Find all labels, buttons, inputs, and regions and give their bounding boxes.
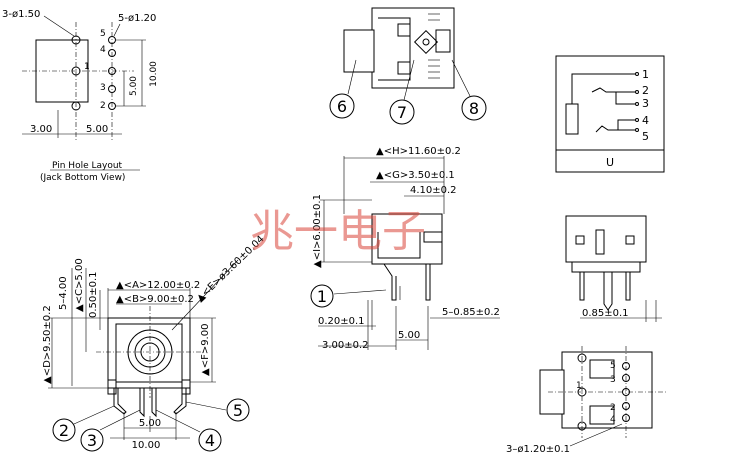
callout-number: 1 (317, 287, 327, 306)
dim-vertical-10: 10.00 (149, 61, 159, 87)
dim-f: ▲<F>9.00 (200, 324, 211, 376)
dim-a: ▲<A>12.00±0.2 (116, 280, 200, 291)
body-outline (565, 215, 647, 263)
pin-number: 2 (610, 403, 616, 413)
hole-large (71, 66, 81, 76)
dim-g: ▲<G>3.50±0.1 (376, 170, 455, 181)
schematic-symbol: U 1 2 3 4 5 (555, 55, 665, 173)
pin-hole-layout: 5 4 1 3 2 3-ø1.50 5-ø1.20 5.00 10.00 3.0… (2, 9, 159, 183)
callout-number: 6 (337, 97, 347, 116)
schematic-frame (555, 55, 665, 173)
body-outline (107, 317, 191, 389)
pin-number: 3 (100, 83, 106, 93)
dim-4-10: 4.10±0.2 (410, 185, 457, 196)
hole-pin-2 (108, 102, 116, 110)
dim-c: ▲<C>5.00 (74, 258, 85, 312)
hole-callout: 3–ø1.20±0.1 (506, 444, 570, 455)
dim-5-085: 5–0.85±0.2 (442, 307, 500, 318)
callout-circle (80, 428, 104, 452)
caption-line-1: Pin Hole Layout (52, 161, 123, 171)
body-outline (561, 351, 653, 429)
dim-0-20: 0.20±0.1 (318, 316, 365, 327)
dim-d: ▲<D>9.50±0.2 (42, 305, 53, 384)
callout-number: 3 (87, 431, 97, 450)
pin-number: 1 (576, 381, 582, 391)
bottom-view: 5 3 1 2 4 3–ø1.20±0.1 (506, 346, 666, 455)
pin-number: 4 (610, 415, 616, 425)
pin-number: 5 (100, 29, 106, 39)
hole-large (71, 35, 81, 45)
pin-number: 4 (100, 45, 106, 55)
callout-number: 5 (233, 401, 243, 420)
dim-3-00: 3.00±0.2 (322, 340, 369, 351)
front-view: 0.85±0.1 (565, 215, 662, 322)
watermark-text: 兆一电子 (250, 206, 426, 257)
top-view: ▲<A>12.00±0.2 ▲<B>9.00±0.2 ▲<E>ø3.60±0.0… (42, 234, 267, 452)
schematic-label: U (606, 156, 614, 169)
pin-number: 1 (84, 62, 90, 72)
schematic-pin: 3 (642, 97, 649, 110)
sleeve-contact (565, 103, 579, 135)
callout-circle (226, 398, 250, 422)
callout-circle (52, 418, 76, 442)
jack-side-view: 6 7 8 (329, 7, 487, 125)
callout-circle (389, 99, 415, 125)
callout-number: 4 (205, 431, 215, 450)
dim-0-85: 0.85±0.1 (582, 308, 629, 319)
hole-callout-small: 5-ø1.20 (118, 13, 156, 24)
dim-5-00: 5.00 (139, 418, 161, 429)
callout-number: 8 (469, 99, 479, 118)
plug-barrel (343, 29, 375, 73)
callout-circle (198, 428, 222, 452)
dim-0-50: 0.50±0.1 (88, 271, 99, 318)
schematic-pin: 2 (642, 84, 649, 97)
schematic-pin: 1 (642, 68, 649, 81)
callout-circle (310, 284, 334, 308)
dim-horizontal-3: 3.00 (30, 124, 52, 135)
hole-large (71, 101, 81, 111)
dim-b: ▲<B>9.00±0.2 (116, 294, 194, 305)
schematic-pin: 5 (642, 130, 649, 143)
pin-number: 2 (100, 101, 106, 111)
hole-pin-5 (108, 36, 116, 44)
body-outline (371, 7, 455, 89)
side-elevation-view: ▲<H>11.60±0.2 ▲<G>3.50±0.1 4.10±0.2 ▲<I>… (310, 146, 500, 351)
hole-callout-large: 3-ø1.50 (2, 9, 40, 20)
hole-pin-4 (108, 49, 116, 57)
callout-circle (329, 93, 355, 119)
dim-h: ▲<H>11.60±0.2 (376, 146, 461, 157)
pin-number: 5 (610, 361, 616, 371)
hole-pin-1 (108, 67, 116, 75)
dim-vertical-5: 5.00 (129, 76, 139, 96)
body-outline (371, 213, 443, 265)
callout-number: 2 (59, 421, 69, 440)
dim-5-4-00: 5–4.00 (58, 276, 69, 310)
dim-i: ▲<I>6.00±0.1 (312, 194, 323, 268)
pin-number: 3 (610, 375, 616, 385)
schematic-pin: 4 (642, 114, 649, 127)
callout-number: 7 (397, 103, 407, 122)
dim-10-00: 10.00 (132, 440, 161, 451)
dim-horizontal-5: 5.00 (86, 124, 108, 135)
callout-circle (461, 95, 487, 121)
caption-line-2: (Jack Bottom View) (40, 173, 125, 183)
hole-pin-3 (108, 85, 116, 93)
dim-5-00: 5.00 (398, 330, 420, 341)
